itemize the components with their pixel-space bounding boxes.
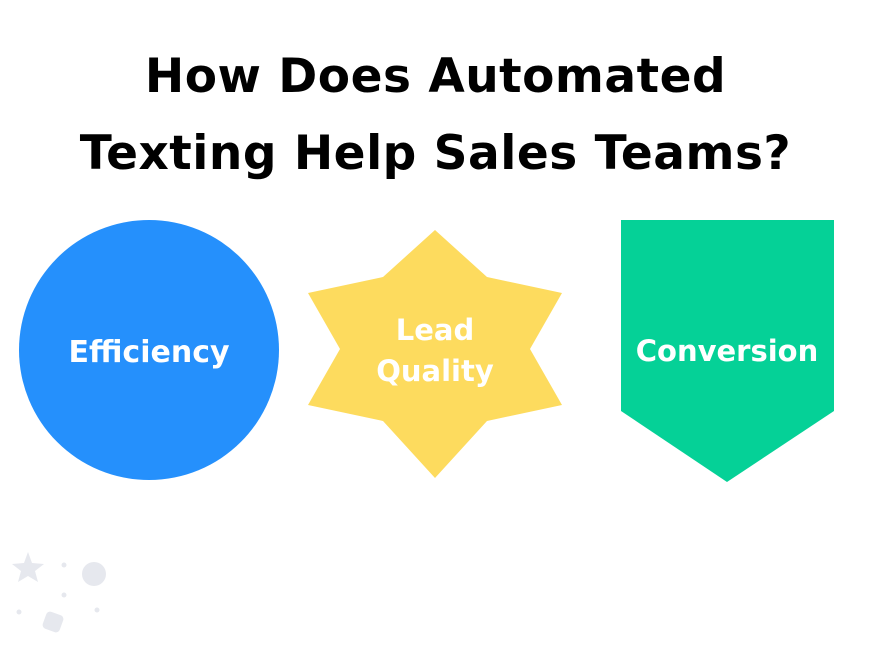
decorative-confetti	[12, 552, 106, 633]
lead-quality-label-line-2: Quality	[376, 354, 494, 388]
dot-icon	[61, 562, 67, 568]
circle-icon	[82, 562, 106, 586]
efficiency-label: Efficiency	[68, 335, 230, 370]
dot-icon	[16, 609, 22, 615]
title-line-2: Texting Help Sales Teams?	[79, 126, 792, 181]
efficiency-node: Efficiency	[19, 220, 279, 480]
conversion-pentagon	[621, 220, 834, 482]
conversion-node: Conversion	[621, 220, 834, 482]
dot-icon	[94, 607, 100, 613]
lead-quality-label-line-1: Lead	[396, 313, 474, 347]
page-title: How Does Automated Texting Help Sales Te…	[0, 38, 871, 192]
title-line-1: How Does Automated	[144, 49, 727, 104]
lead-quality-star	[308, 230, 562, 478]
square-icon	[42, 611, 64, 633]
conversion-label: Conversion	[636, 334, 819, 368]
lead-quality-node: Lead Quality	[308, 230, 562, 478]
efficiency-circle	[19, 220, 279, 480]
dot-icon	[61, 592, 67, 598]
star-icon	[12, 552, 44, 582]
